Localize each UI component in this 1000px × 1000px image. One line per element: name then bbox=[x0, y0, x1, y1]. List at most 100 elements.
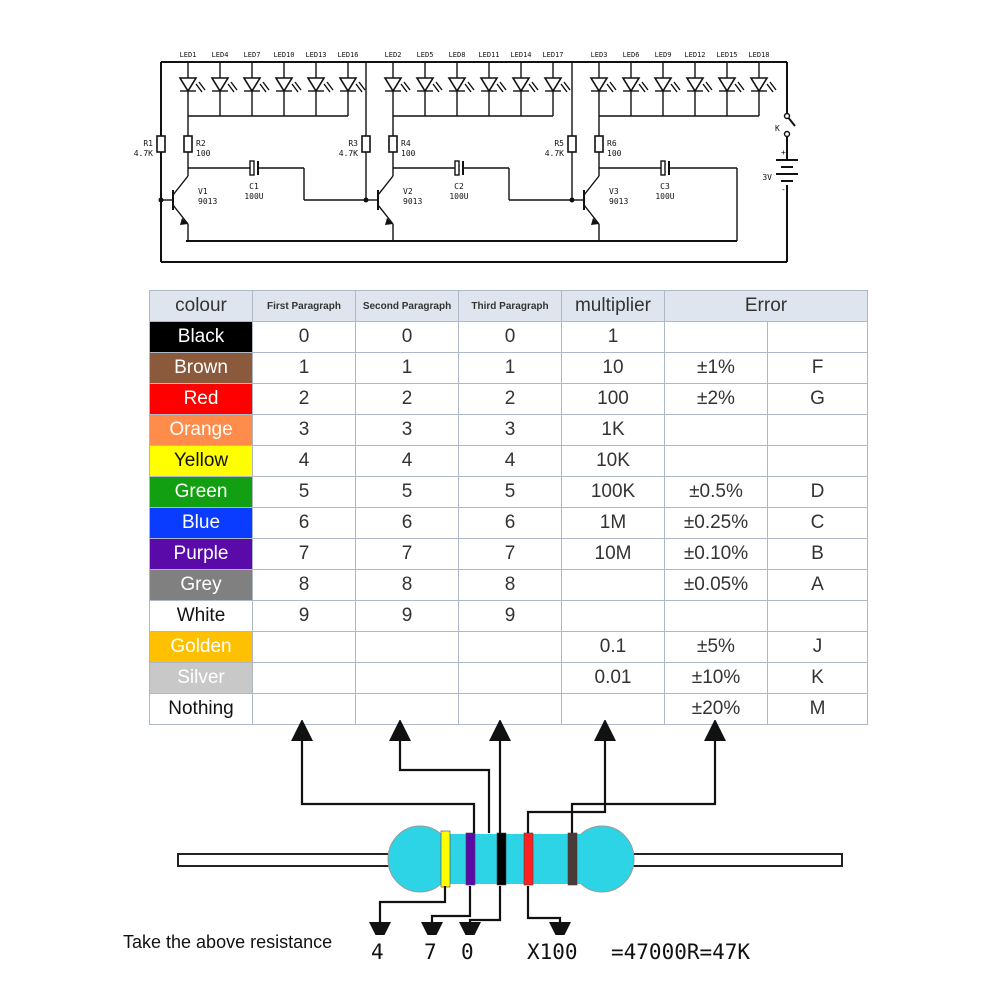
led-symbol bbox=[383, 77, 403, 93]
led-light-ray bbox=[673, 81, 681, 91]
led-resistor bbox=[594, 135, 604, 153]
tolerance-code-cell: K bbox=[767, 662, 868, 694]
led-light-ray bbox=[641, 81, 649, 91]
capacitor-value: 100U bbox=[244, 192, 263, 201]
led-light-ray bbox=[326, 81, 334, 91]
capacitor-plate bbox=[249, 160, 255, 176]
multiplier-cell: 1K bbox=[561, 414, 665, 446]
transistor-emitter bbox=[172, 204, 189, 225]
example-result: =47000R=47K bbox=[611, 940, 751, 964]
tolerance-cell bbox=[664, 414, 768, 446]
led-symbol bbox=[338, 77, 358, 93]
colour-name-cell: Silver bbox=[149, 662, 253, 694]
led-label: LED8 bbox=[449, 51, 466, 59]
led-light-ray bbox=[499, 81, 507, 91]
transistor-type: 9013 bbox=[609, 197, 628, 206]
tolerance-cell bbox=[664, 600, 768, 632]
capacitor-plate bbox=[454, 160, 460, 176]
tolerance-code-cell bbox=[767, 414, 868, 446]
led-label: LED17 bbox=[542, 51, 563, 59]
transistor-type: 9013 bbox=[198, 197, 217, 206]
led-light-ray bbox=[560, 83, 568, 93]
resistor-illustration bbox=[177, 720, 843, 935]
third-digit-cell: 7 bbox=[458, 538, 562, 570]
tolerance-code-cell: M bbox=[767, 693, 868, 725]
multiplier-cell bbox=[561, 600, 665, 632]
third-digit-cell: 9 bbox=[458, 600, 562, 632]
multiplier-header: multiplier bbox=[561, 290, 665, 322]
transistor-name: V2 bbox=[403, 187, 413, 196]
led-label: LED16 bbox=[337, 51, 358, 59]
base-resistor bbox=[567, 135, 577, 153]
first-digit-cell: 8 bbox=[252, 569, 356, 601]
colour-name-cell: Orange bbox=[149, 414, 253, 446]
tolerance-code-cell: F bbox=[767, 352, 868, 384]
third-digit-cell: 2 bbox=[458, 383, 562, 415]
arrow-to-second-paragraph bbox=[389, 720, 491, 833]
led-label: LED11 bbox=[478, 51, 499, 59]
led-label: LED7 bbox=[244, 51, 261, 59]
first-digit-cell: 4 bbox=[252, 445, 356, 477]
arrow-to-multiplier-result bbox=[526, 886, 571, 935]
led-light-ray bbox=[563, 81, 571, 91]
second-digit-cell: 5 bbox=[355, 476, 459, 508]
first-digit-cell: 0 bbox=[252, 321, 356, 353]
led-light-ray bbox=[606, 83, 614, 93]
arrow-to-digit-2 bbox=[421, 886, 472, 935]
first-digit-cell bbox=[252, 662, 356, 694]
led-label: LED4 bbox=[212, 51, 229, 59]
resistor-name: R3 bbox=[348, 139, 358, 148]
colour-name-cell: Yellow bbox=[149, 445, 253, 477]
junction-dot bbox=[363, 197, 369, 203]
second-digit-cell: 6 bbox=[355, 507, 459, 539]
resistor-band bbox=[567, 832, 578, 886]
resistor-name: R6 bbox=[607, 139, 617, 148]
led-label: LED10 bbox=[273, 51, 294, 59]
second-digit-cell bbox=[355, 631, 459, 663]
led-resistor bbox=[183, 135, 193, 153]
led-label: LED13 bbox=[305, 51, 326, 59]
capacitor-name: C3 bbox=[660, 182, 670, 191]
tolerance-code-cell bbox=[767, 321, 868, 353]
switch-contact bbox=[783, 130, 791, 138]
capacitor-plate bbox=[660, 160, 666, 176]
tolerance-code-cell: C bbox=[767, 507, 868, 539]
led-light-ray bbox=[769, 81, 777, 91]
transistor-collector bbox=[583, 175, 600, 196]
led-symbol bbox=[653, 77, 673, 93]
led-light-ray bbox=[323, 83, 331, 93]
resistor-lead-right bbox=[627, 853, 843, 867]
led-symbol bbox=[543, 77, 563, 93]
colour-name-cell: Grey bbox=[149, 569, 253, 601]
multiplier-cell: 100K bbox=[561, 476, 665, 508]
first-digit-cell: 3 bbox=[252, 414, 356, 446]
resistor-name: R1 bbox=[143, 139, 153, 148]
led-light-ray bbox=[358, 81, 366, 91]
resistor-value: 4.7K bbox=[545, 149, 564, 158]
led-symbol bbox=[306, 77, 326, 93]
colour-name-cell: Golden bbox=[149, 631, 253, 663]
led-light-ray bbox=[262, 81, 270, 91]
led-light-ray bbox=[702, 83, 710, 93]
tolerance-cell: ±2% bbox=[664, 383, 768, 415]
led-symbol bbox=[178, 77, 198, 93]
tolerance-cell: ±0.5% bbox=[664, 476, 768, 508]
led-light-ray bbox=[496, 83, 504, 93]
base-resistor bbox=[156, 135, 166, 153]
arrow-to-first-paragraph bbox=[291, 720, 476, 833]
led-label: LED2 bbox=[385, 51, 402, 59]
example-digit-3: 0 bbox=[461, 940, 474, 964]
emitter-arrow bbox=[591, 218, 599, 225]
transistor-emitter bbox=[583, 204, 600, 225]
led-symbol bbox=[479, 77, 499, 93]
tolerance-cell: ±1% bbox=[664, 352, 768, 384]
arrow-to-digit-1 bbox=[369, 886, 447, 935]
colour-name-cell: Red bbox=[149, 383, 253, 415]
transistor-collector bbox=[377, 175, 394, 196]
